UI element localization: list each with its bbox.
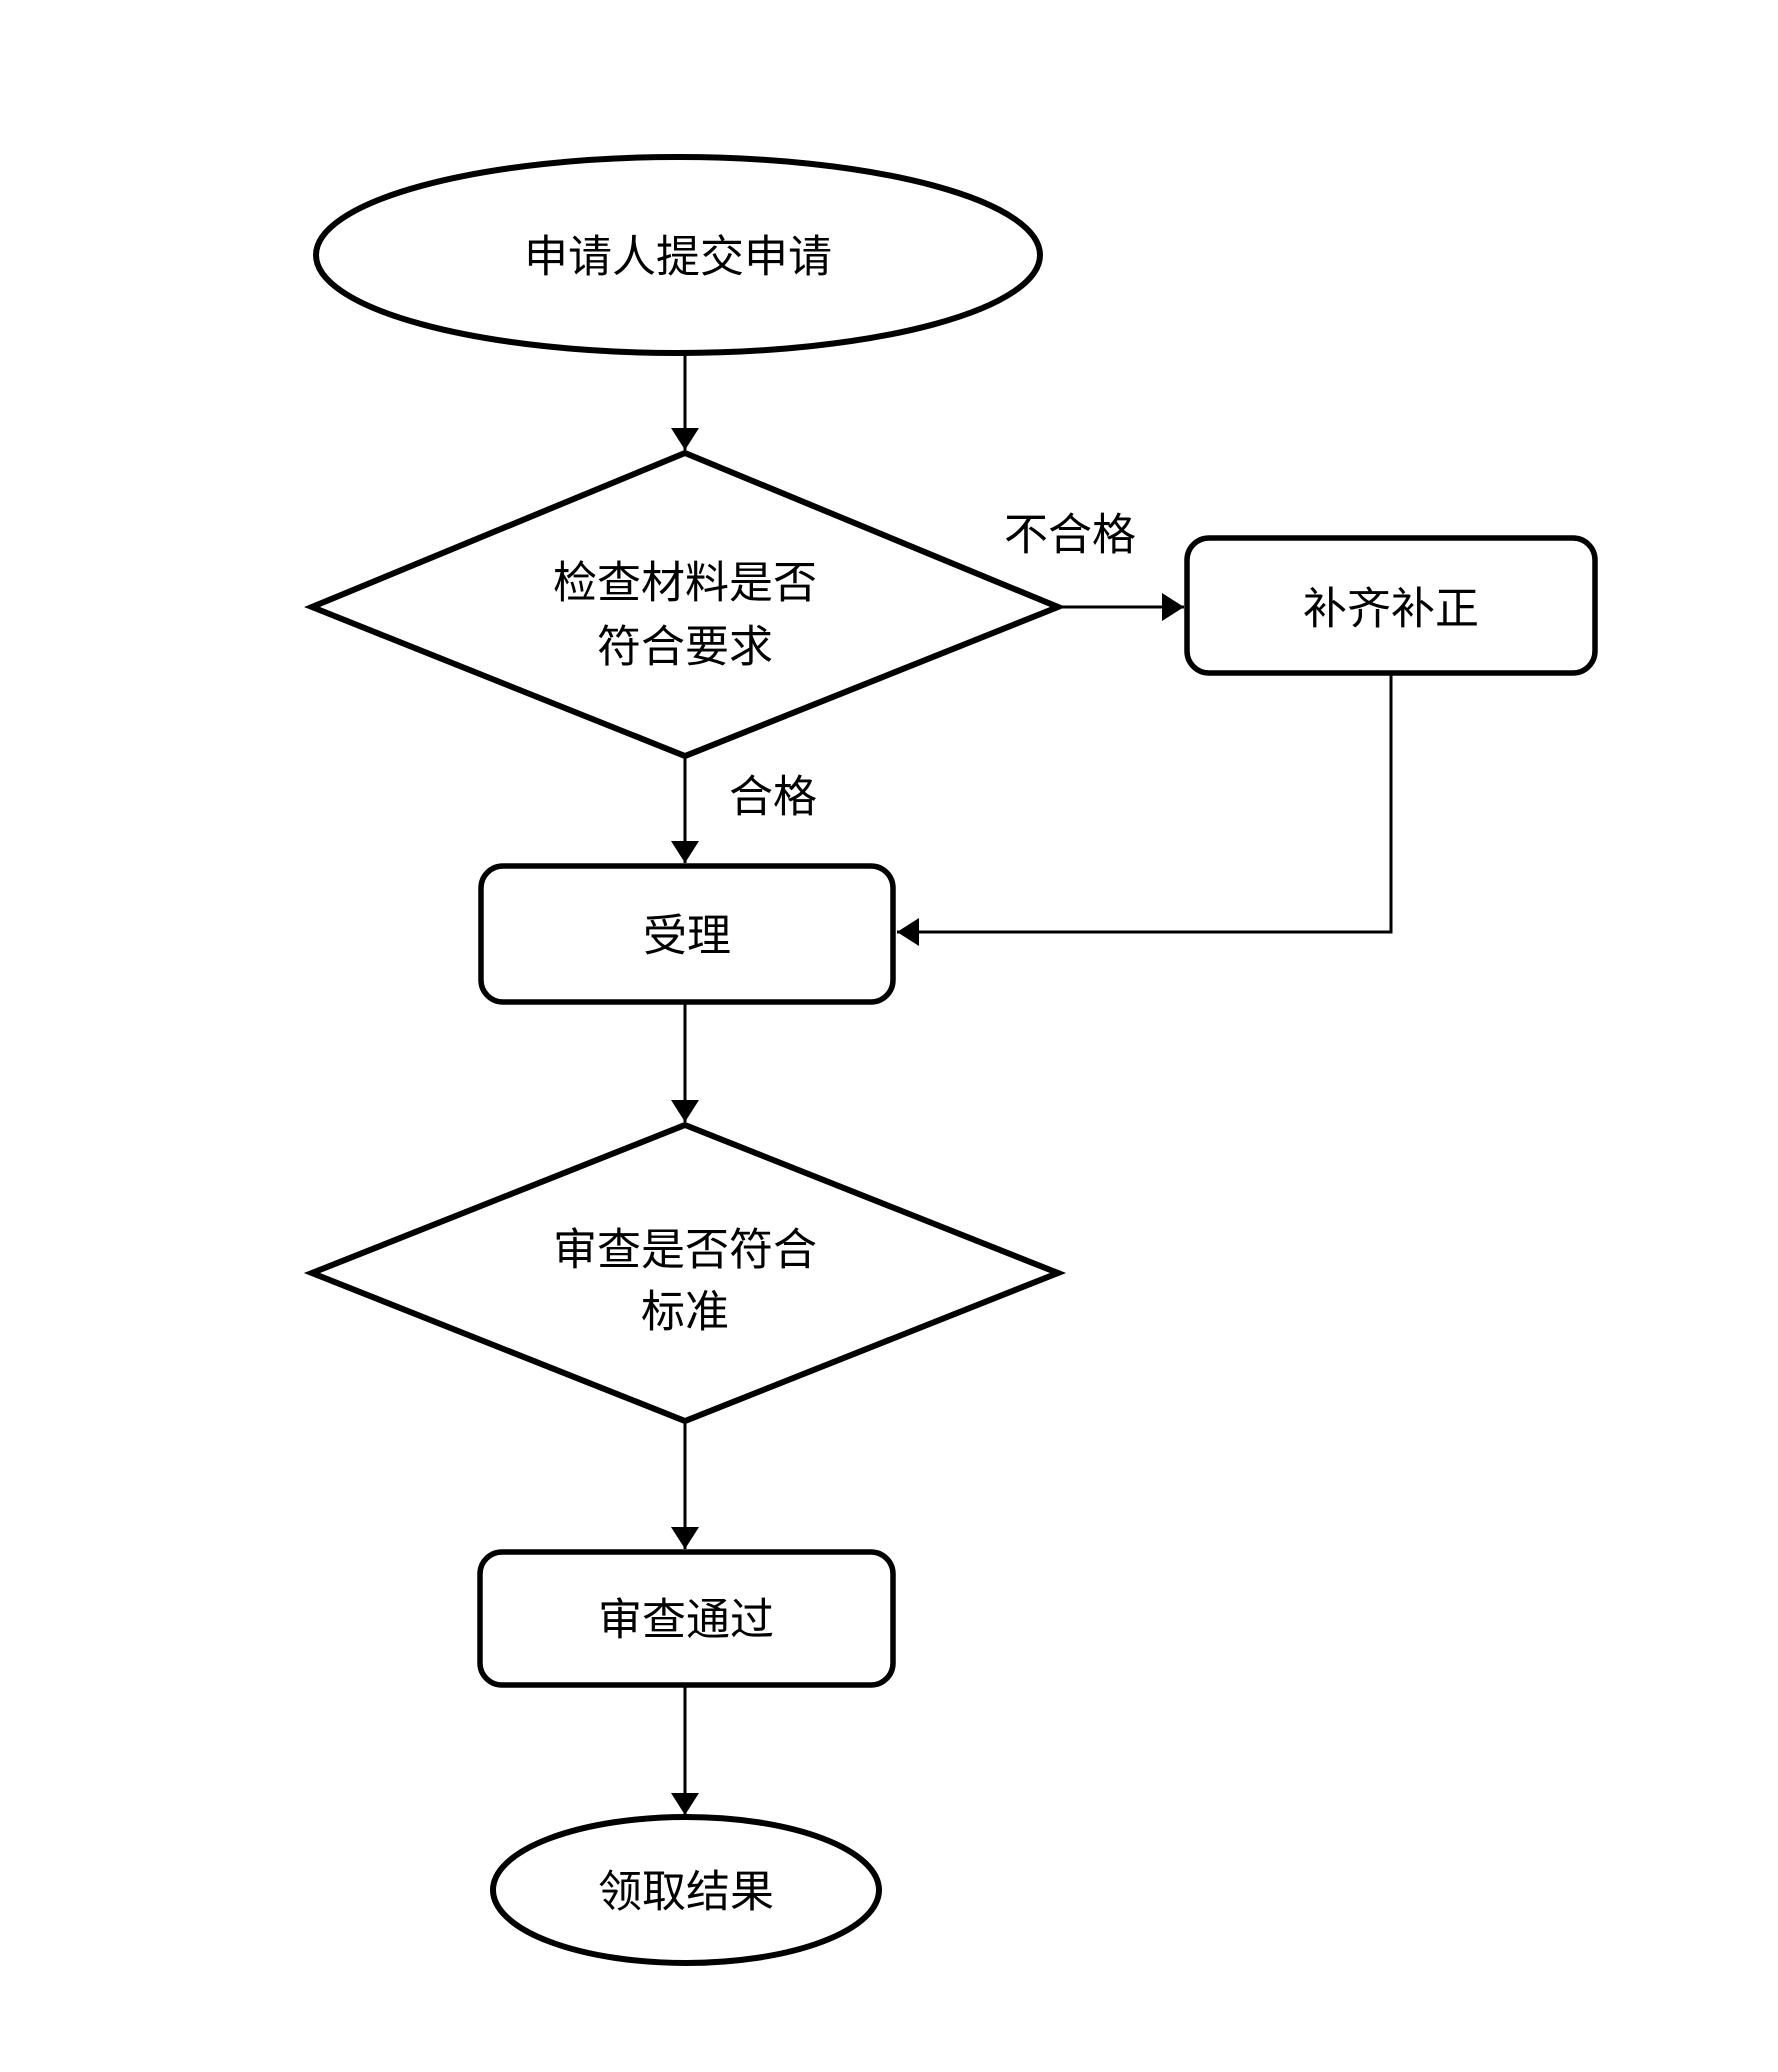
review-passed-box xyxy=(477,1549,896,1688)
accept-box xyxy=(478,863,896,1005)
accept-label: 受理 xyxy=(643,912,731,961)
check-materials-label-line2: 符合要求 xyxy=(597,623,773,672)
arrow-supplement-to-accept xyxy=(897,674,1393,946)
review-standard-label-line2: 标准 xyxy=(641,1288,729,1337)
end-node-label: 领取结果 xyxy=(598,1868,774,1917)
check-materials-label-line1: 检查材料是否 xyxy=(553,559,817,608)
end-node-ellipse xyxy=(490,1814,882,1966)
supplement-box xyxy=(1184,535,1598,676)
edge-label-qualified: 合格 xyxy=(729,773,817,822)
start-node-ellipse xyxy=(313,154,1043,356)
start-node-label: 申请人提交申请 xyxy=(524,233,832,282)
review-standard-label-line1: 审查是否符合 xyxy=(553,1226,817,1275)
supplement-label: 补齐补正 xyxy=(1303,585,1479,634)
review-passed-label: 审查通过 xyxy=(598,1596,774,1645)
edge-label-unqualified: 不合格 xyxy=(1004,511,1136,560)
check-materials-diamond xyxy=(304,449,1066,760)
